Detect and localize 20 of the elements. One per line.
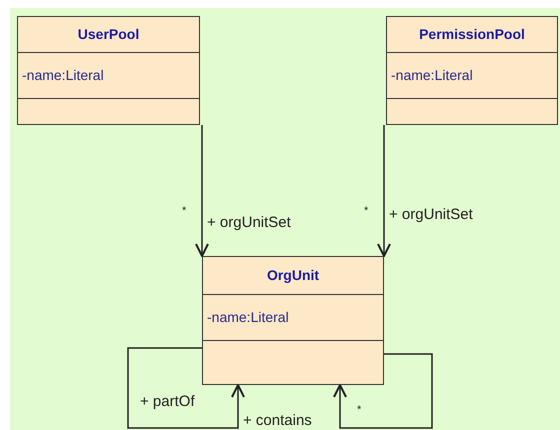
class-name: UserPool: [76, 26, 140, 42]
association-line: [377, 125, 391, 257]
class-box: [17, 16, 200, 125]
class-name: OrgUnit: [266, 267, 320, 283]
multiplicity-label: *: [182, 206, 186, 217]
role-label: + contains: [243, 413, 312, 428]
multiplicity-label: *: [364, 206, 368, 217]
attribute-text: -name:Literal: [391, 67, 473, 83]
attribute-text: -name:Literal: [207, 309, 289, 325]
multiplicity-label: *: [357, 405, 362, 416]
class-name: PermissionPool: [418, 26, 526, 42]
association-line: [333, 353, 433, 429]
class-box: [386, 16, 558, 125]
role-label: + orgUnitSet: [389, 207, 473, 222]
association-line: [127, 347, 245, 429]
attribute-text: -name:Literal: [22, 67, 104, 83]
role-label: + orgUnitSet: [207, 215, 291, 230]
role-label: + partOf: [140, 394, 195, 409]
class-box: [202, 256, 384, 385]
association-line: [195, 125, 209, 257]
